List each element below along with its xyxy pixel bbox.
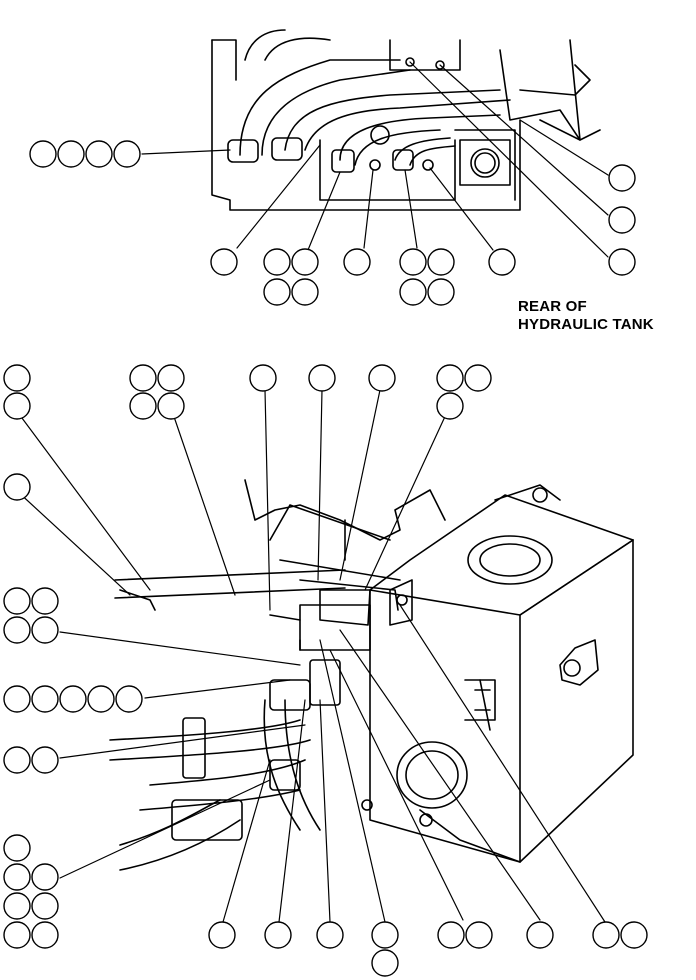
main-view-assembly (109, 479, 634, 871)
top-view-leaders (141, 61, 609, 258)
main-view-leaders (15, 389, 606, 923)
figure-caption: REAR OF HYDRAULIC TANK (518, 298, 654, 334)
caption-line-2: HYDRAULIC TANK (518, 316, 654, 333)
caption-line-1: REAR OF (518, 298, 587, 315)
callout-balloons (3, 140, 648, 977)
top-view-assembly (211, 29, 601, 211)
